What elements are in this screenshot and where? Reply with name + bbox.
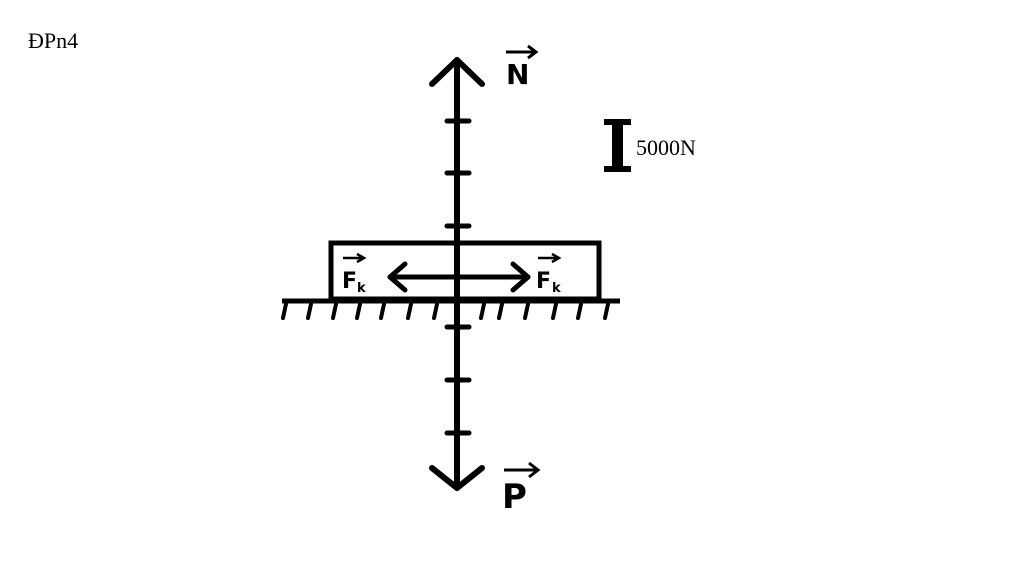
hatch-mark: [603, 302, 610, 320]
axis-ticks: [444, 118, 472, 436]
hatch-mark: [497, 302, 504, 320]
hatch-mark: [355, 302, 362, 320]
hatch-mark: [379, 302, 386, 320]
friction-force-arrowhead: [387, 261, 408, 293]
weight-force-label: P: [502, 461, 541, 517]
weight-force-arrowhead: [429, 465, 485, 491]
hatch-mark: [551, 302, 558, 320]
traction-force-label: F k: [536, 252, 562, 296]
traction-force-arrowhead: [510, 261, 531, 293]
hatch-mark: [331, 302, 338, 320]
normal-force-arrowhead: [429, 57, 485, 87]
hatch-mark: [523, 302, 530, 320]
traction-force-letter: F: [536, 269, 551, 294]
scale-label: 5000N: [636, 135, 696, 160]
diagram-title: ĐPn4: [28, 28, 78, 53]
normal-force-letter: N: [506, 58, 529, 91]
hatch-mark: [281, 302, 288, 320]
hatch-mark: [406, 302, 413, 320]
normal-force-label: N: [506, 44, 539, 91]
scale-bar: [604, 119, 631, 172]
friction-force-label: F k: [342, 252, 367, 296]
friction-force-subscript: k: [357, 281, 366, 296]
traction-force-subscript: k: [552, 281, 561, 296]
hatch-mark: [432, 302, 439, 320]
weight-force-letter: P: [502, 477, 527, 517]
hatch-mark: [479, 302, 486, 320]
hatch-mark: [576, 302, 583, 320]
friction-force-letter: F: [342, 269, 357, 294]
ground-hatching: [281, 302, 610, 320]
hatch-mark: [306, 302, 313, 320]
